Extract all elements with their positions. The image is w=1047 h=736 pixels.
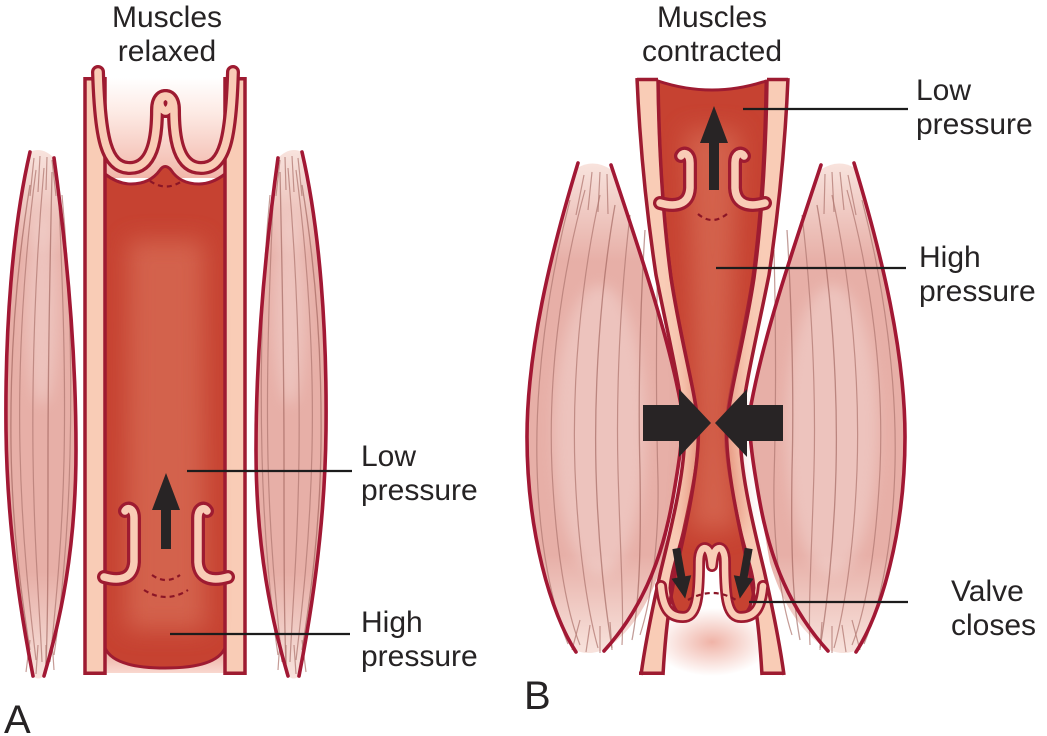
panel-b-label-valve-1: Valve bbox=[951, 575, 1024, 608]
panel-b-title-line1: Muscles bbox=[657, 1, 767, 34]
panel-b-lumen-bottom bbox=[654, 608, 770, 676]
panel-b: Muscles contracted Low pressure High pre… bbox=[524, 1, 1036, 718]
panel-b-backflow-arrows bbox=[671, 547, 754, 599]
panel-a-label-low-2: pressure bbox=[361, 474, 478, 507]
panel-b-label-low-2: pressure bbox=[916, 108, 1033, 141]
panel-a-muscle-left bbox=[6, 150, 76, 679]
panel-a-valve-top bbox=[91, 65, 240, 188]
panel-a-label-high-1: High bbox=[361, 606, 423, 639]
panel-b-label-high-2: pressure bbox=[919, 275, 1036, 308]
panel-a-flow-arrow bbox=[152, 473, 180, 549]
panel-b-vein-wall-right bbox=[726, 78, 788, 675]
panel-b-flow-arrow bbox=[700, 106, 728, 190]
panel-a: Muscles relaxed Low pressure High pressu… bbox=[4, 1, 478, 736]
panel-a-letter: A bbox=[4, 698, 31, 736]
panel-b-label-valve-2: closes bbox=[951, 609, 1036, 642]
panel-b-title-line2: contracted bbox=[642, 35, 782, 68]
panel-a-title-line2: relaxed bbox=[118, 35, 216, 68]
panel-b-letter: B bbox=[524, 674, 551, 718]
panel-b-valve-top bbox=[653, 146, 772, 222]
panel-a-label-high-2: pressure bbox=[361, 640, 478, 673]
panel-a-title-line1: Muscles bbox=[112, 1, 222, 34]
panel-b-label-low-1: Low bbox=[916, 74, 971, 107]
panel-b-squeeze-arrows bbox=[643, 389, 783, 457]
panel-b-valve-closed bbox=[655, 542, 769, 623]
panel-a-muscle-right bbox=[256, 150, 326, 679]
panel-a-blood-highlight bbox=[126, 240, 206, 630]
panel-a-label-low-1: Low bbox=[361, 440, 416, 473]
panel-b-label-high-1: High bbox=[919, 241, 981, 274]
panel-a-valve-bottom bbox=[97, 501, 235, 599]
